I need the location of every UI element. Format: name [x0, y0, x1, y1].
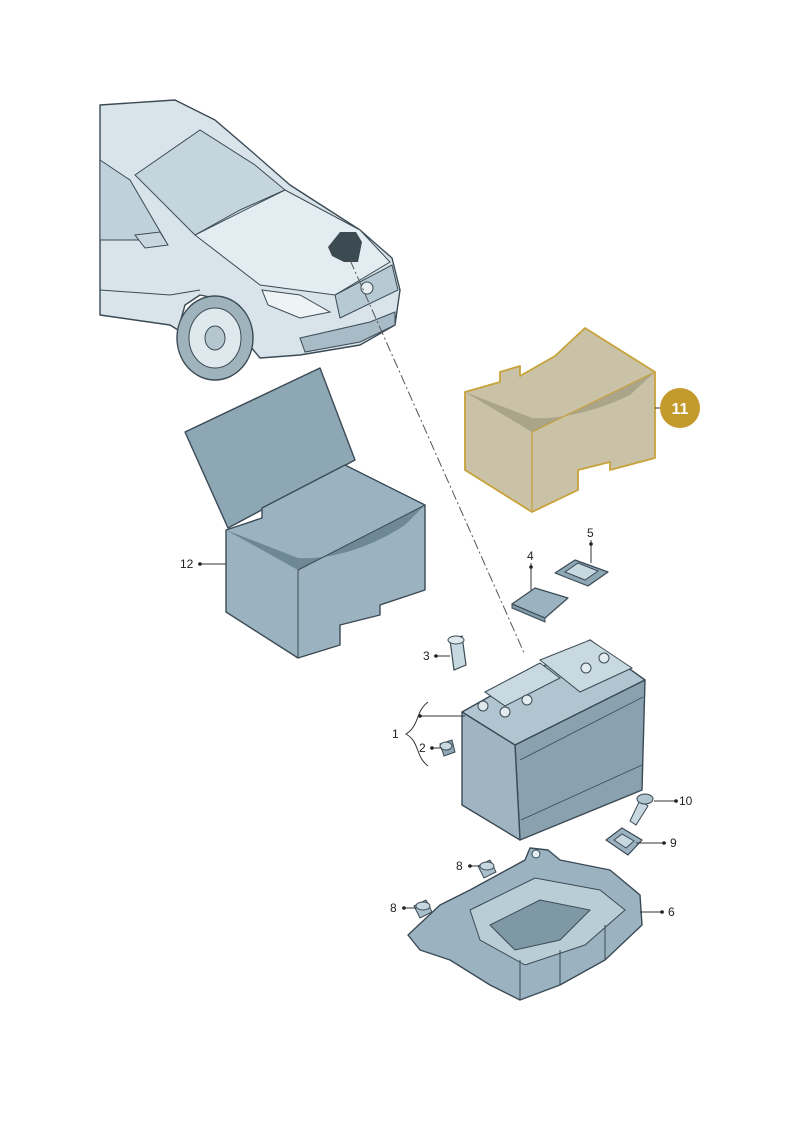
clamp-part-9[interactable]: [605, 827, 643, 856]
callout-11-badge[interactable]: 11: [660, 388, 700, 428]
nut-part-8-lower[interactable]: [413, 899, 433, 919]
callout-9: 9: [670, 836, 677, 850]
callout-8-lower: 8: [390, 901, 397, 915]
callout-11: 11: [672, 401, 689, 418]
callout-3: 3: [423, 649, 430, 663]
battery-tray-icon[interactable]: [407, 847, 643, 1001]
callout-12: 12: [180, 557, 194, 571]
callout-10: 10: [679, 794, 693, 808]
battery-cover-part-12[interactable]: [184, 367, 426, 659]
callout-5: 5: [587, 526, 594, 540]
callout-4: 4: [527, 549, 534, 563]
screw-part-2[interactable]: [439, 739, 456, 757]
car-battery-icon[interactable]: [461, 639, 646, 841]
terminal-cover-part-5[interactable]: [554, 559, 609, 587]
vent-plug-part-3[interactable]: [447, 635, 467, 671]
car-front-icon: [99, 99, 401, 381]
location-leader-line: [349, 259, 526, 656]
callout-6: 6: [668, 905, 675, 919]
insulation-box-part-11[interactable]: [464, 327, 656, 513]
bolt-part-10[interactable]: [629, 793, 654, 826]
callout-8-upper: 8: [456, 859, 463, 873]
callout-2: 2: [419, 741, 426, 755]
terminal-cover-part-4[interactable]: [511, 587, 569, 623]
callout-1: 1: [392, 727, 399, 741]
leader-lines: [198, 407, 678, 914]
nut-part-8-upper[interactable]: [477, 859, 497, 879]
